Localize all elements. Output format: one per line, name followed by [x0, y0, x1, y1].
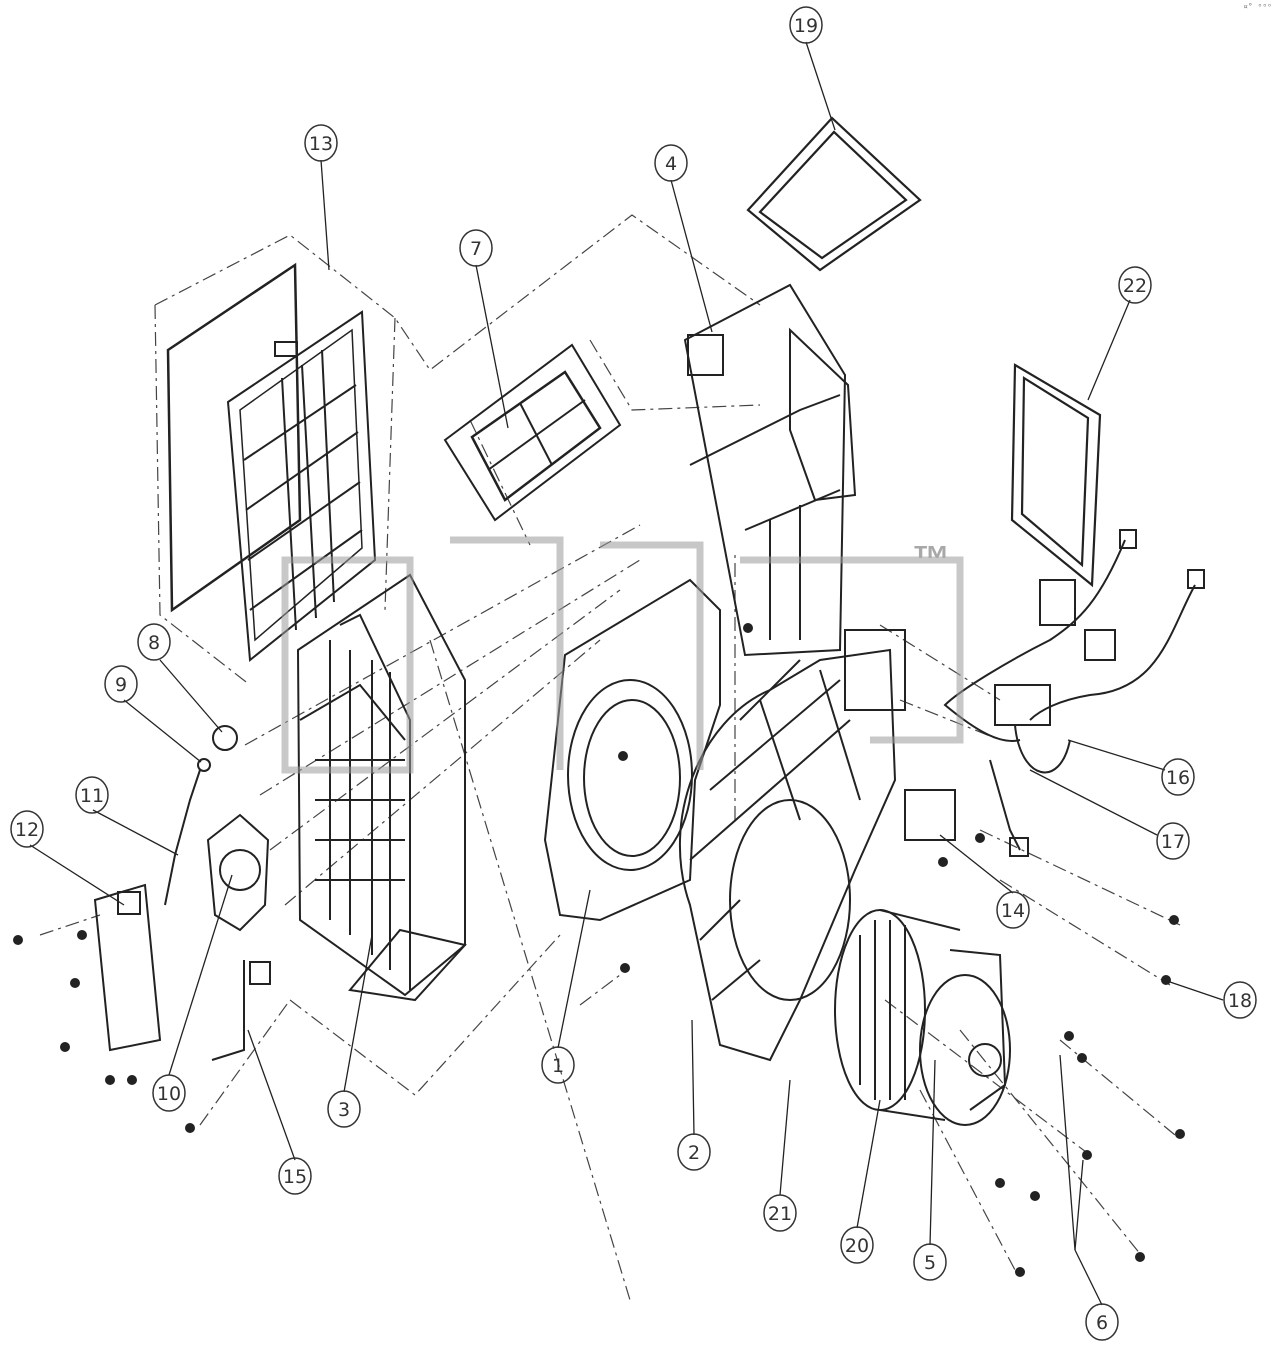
assembly-guides: [39, 214, 1181, 1301]
callout-6: 6: [1096, 1312, 1108, 1334]
callout-17: 17: [1161, 831, 1185, 853]
corner-mark: ¤° ᵒᵒᵒ: [1243, 2, 1272, 11]
part-16-17-wiring-harness: [904, 529, 1205, 857]
callout-4: 4: [665, 153, 677, 175]
callout-1: 1: [552, 1055, 564, 1077]
callout-16: 16: [1166, 767, 1190, 789]
callout-7: 7: [470, 238, 482, 260]
callout-3: 3: [338, 1099, 350, 1121]
part-3-lower-case: [296, 573, 467, 1002]
callout-10: 10: [157, 1083, 181, 1105]
watermark-logo: [281, 536, 964, 774]
callout-14: 14: [1001, 900, 1025, 922]
part-10-12-actuators: [93, 725, 271, 1061]
callout-2: 2: [688, 1142, 700, 1164]
screws: [13, 623, 1185, 1277]
callout-numbers: 13 19 4 7 22 8 9 11 12 10 15 3 1 2 21 20…: [15, 15, 1252, 1334]
callout-15: 15: [283, 1166, 307, 1188]
callout-19: 19: [794, 15, 818, 37]
callout-18: 18: [1228, 990, 1252, 1012]
part-5-blower-motor: [834, 909, 1011, 1126]
callout-5: 5: [924, 1252, 936, 1274]
callout-22: 22: [1123, 275, 1147, 297]
callout-11: 11: [80, 785, 104, 807]
part-4-intake-duct: [683, 283, 857, 657]
part-22-seal-frame: [1010, 363, 1102, 588]
callouts: [10, 6, 1257, 1341]
part-13-filter-panel: [166, 262, 377, 662]
watermark-trademark: ™: [912, 539, 950, 581]
leader-lines: [29, 41, 1224, 1306]
callout-20: 20: [845, 1235, 869, 1257]
part-1-blower-housing: [543, 578, 721, 922]
part-19-seal-frame: [746, 116, 922, 272]
part-2-scroll-housing: [678, 629, 906, 1062]
callout-8: 8: [148, 632, 160, 654]
callout-21: 21: [768, 1203, 792, 1225]
callout-13: 13: [309, 133, 333, 155]
callout-9: 9: [115, 674, 127, 696]
callout-12: 12: [15, 819, 39, 841]
part-7-filter-element: [443, 343, 622, 522]
